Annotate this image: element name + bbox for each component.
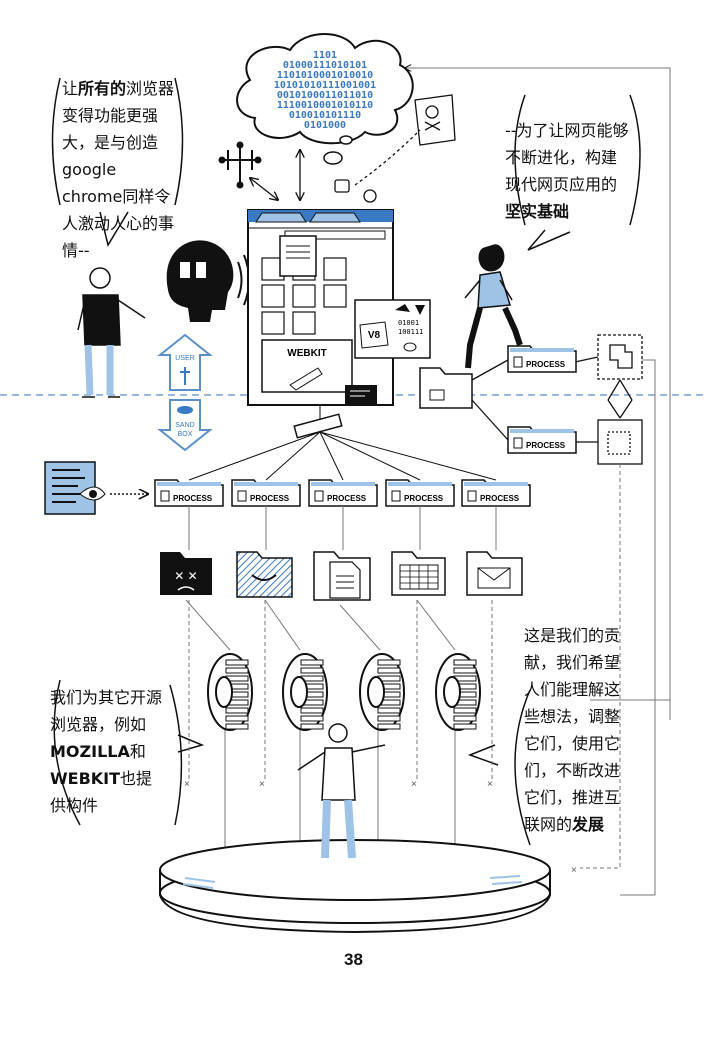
svg-text:01001: 01001 xyxy=(398,319,419,327)
browser-folder-icon xyxy=(419,367,473,409)
sandbox-arrow-label-1: SAND xyxy=(175,422,194,429)
cloud-binary-line: 01000111010101 xyxy=(283,60,367,71)
speech-bubble-outlines xyxy=(51,77,641,846)
gear-icon xyxy=(359,653,405,731)
webkit-label: WEBKIT xyxy=(287,348,326,359)
cloud-binary-line: 10101010111001001 xyxy=(274,80,376,91)
man-on-stage-figure xyxy=(297,723,386,859)
gear-icon xyxy=(207,653,253,731)
v8-engine-panel: V8 01001 100111 xyxy=(354,299,431,359)
user-sandbox-arrows: USER SAND BOX xyxy=(157,333,213,452)
svg-text:×: × xyxy=(411,779,417,790)
cloud-binary-line: 1110010001010110 xyxy=(277,100,373,111)
cloud-binary-line: 0010100011011010 xyxy=(277,90,373,101)
gear-icon xyxy=(282,653,328,731)
thinking-head-icon xyxy=(166,240,250,322)
process-label: PROCESS xyxy=(404,494,444,503)
process-label: PROCESS xyxy=(327,494,367,503)
woman-climbing-figure xyxy=(464,244,523,369)
bubble-top-right: --为了让网页能够不断进化，构建现代网页应用的坚实基础 xyxy=(505,121,629,221)
process-box: PROCESS xyxy=(385,479,455,507)
hub-connection-lines xyxy=(188,431,497,481)
process-label: PROCESS xyxy=(480,494,520,503)
gears-row xyxy=(207,653,481,731)
circuit-icon xyxy=(218,141,262,189)
crashed-folder-icon: ✕ ✕ xyxy=(160,552,212,595)
right-process-cluster xyxy=(471,334,643,465)
svg-text:✕ ✕: ✕ ✕ xyxy=(174,569,197,583)
malware-doodle-icon xyxy=(334,94,456,203)
v8-label: V8 xyxy=(368,330,381,341)
cloud-binary-line: 1101 xyxy=(313,50,337,61)
svg-text:×: × xyxy=(487,779,493,790)
process-label: PROCESS xyxy=(526,441,566,450)
sandbox-arrow-label-2: BOX xyxy=(178,431,193,438)
process-down-lines xyxy=(185,506,497,860)
stage-platform xyxy=(159,839,551,934)
process-box: PROCESS xyxy=(231,479,301,507)
cloud-binary-line: 0101000 xyxy=(304,120,346,131)
browser-window: WEBKIT xyxy=(247,209,394,406)
svg-text:×: × xyxy=(184,779,190,790)
svg-text:×: × xyxy=(259,779,265,790)
process-box: PROCESS xyxy=(507,426,577,454)
man-presenter-figure xyxy=(77,267,146,398)
bubble-bottom-left: 我们为其它开源浏览器，例如MOZILLA和WEBKIT也提供构件 xyxy=(50,688,163,815)
gear-icon xyxy=(435,653,481,731)
sleeping-folder-icon xyxy=(236,551,293,598)
process-label: PROCESS xyxy=(250,494,290,503)
svg-text:100111: 100111 xyxy=(398,328,423,336)
mail-folder-icon xyxy=(466,551,523,596)
right-process-boxes: PROCESS PROCESS xyxy=(507,345,577,454)
calendar-folder-icon xyxy=(391,551,446,596)
end-markers: × × × × × xyxy=(184,779,577,876)
page-number: 38 xyxy=(344,950,363,969)
process-label: PROCESS xyxy=(526,360,566,369)
user-arrow-label: USER xyxy=(175,355,194,362)
cloud-binary-line: 1101010001010010 xyxy=(277,70,373,81)
cloud-binary-line: 010010101110 xyxy=(289,110,361,121)
documents-folder-icon xyxy=(313,551,371,601)
binary-thought-cloud: 1101010001110101011101010001010010101010… xyxy=(236,33,414,165)
feedback-loop-arrow xyxy=(405,68,671,896)
process-box: PROCESS xyxy=(507,345,577,373)
bubble-bottom-right: 这是我们的贡献，我们希望人们能理解这些想法，调整它们，使用它们，不断改进它们，推… xyxy=(524,626,621,834)
eye-document-icon xyxy=(44,461,148,515)
process-label: PROCESS xyxy=(173,494,213,503)
bubble-top-left: 让所有的浏览器变得功能更强大，是与创造google chrome同样令人激动人心… xyxy=(62,79,175,260)
process-box: PROCESS xyxy=(308,479,378,507)
svg-text:×: × xyxy=(571,865,577,876)
process-box: PROCESS xyxy=(154,479,224,507)
process-row: PROCESS PROCESS PROCESS PROCESS PROCESS xyxy=(154,479,531,507)
process-box: PROCESS xyxy=(461,479,531,507)
